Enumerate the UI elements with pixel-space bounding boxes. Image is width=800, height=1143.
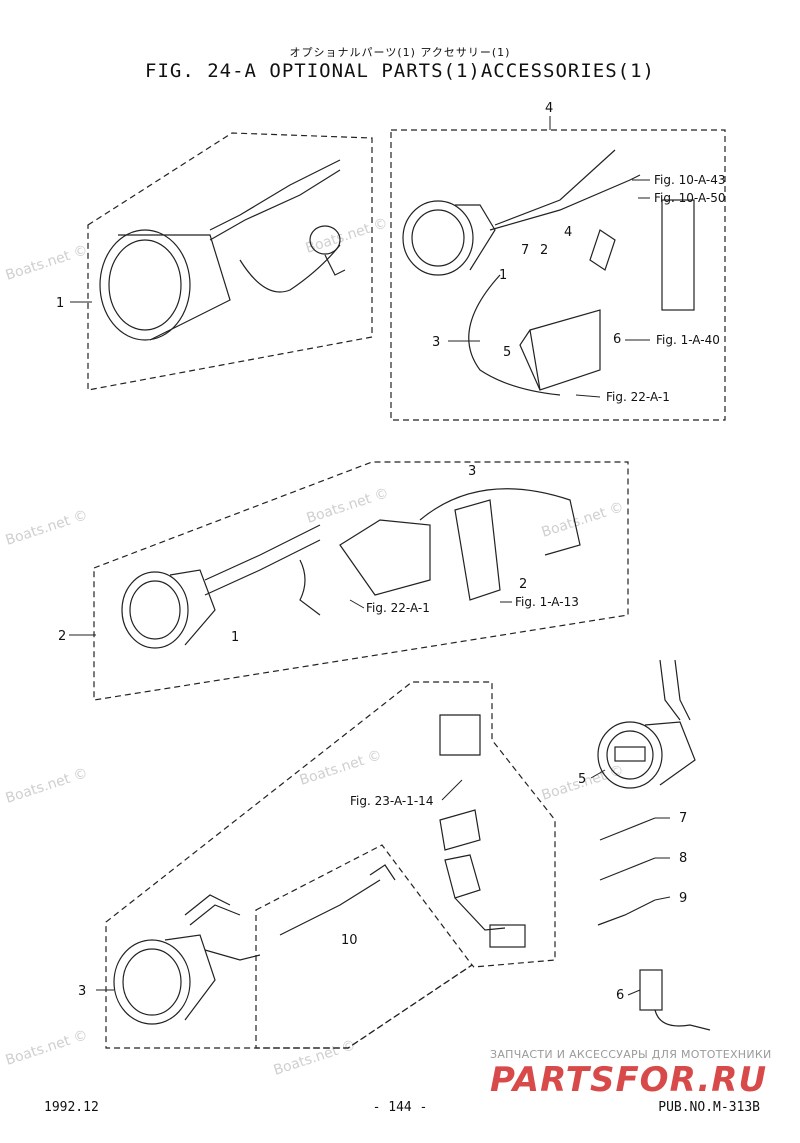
brand-logo: PARTSFOR.RU [490, 1060, 768, 1100]
brand-tagline: ЗАПЧАСТИ И АКСЕССУАРЫ ДЛЯ МОТОТЕХНИКИ [490, 1048, 772, 1061]
japanese-title: オプショナルパーツ(1) アクセサリー(1) [289, 46, 511, 59]
callout-number: 2 [519, 577, 527, 592]
dashed-group-outline [255, 844, 473, 1049]
figure-reference: Fig. 22-A-1 [366, 601, 430, 615]
footer-page-number: - 144 - [372, 1100, 428, 1115]
mounting-plate [661, 199, 695, 311]
figure-reference: Fig. 10-A-43 [654, 173, 726, 187]
engine-section [339, 519, 431, 596]
dashed-group-outline [87, 132, 373, 391]
harness-clip [309, 225, 341, 255]
figure-reference: Fig. 1-A-40 [656, 333, 720, 347]
callout-number: 6 [613, 332, 621, 347]
trim-meter-gauge [402, 200, 474, 276]
figure-reference: Fig. 10-A-50 [654, 191, 726, 205]
hourmeter-gauge [113, 939, 191, 1025]
callout-number: 2 [540, 243, 548, 258]
callout-number: 4 [545, 101, 553, 116]
figure-reference: Fig. 1-A-13 [515, 595, 579, 609]
sender-unit [489, 924, 526, 948]
callout-number: 2 [58, 629, 66, 644]
callout-number: 1 [56, 296, 64, 311]
callout-number: 1 [499, 268, 507, 283]
figure-reference: Fig. 22-A-1 [606, 390, 670, 404]
callout-number: 3 [432, 335, 440, 350]
callout-number: 5 [578, 772, 586, 787]
switch-body [639, 969, 663, 1011]
speedometer-gauge [121, 571, 189, 649]
figure-reference: Fig. 23-A-1-14 [350, 794, 433, 808]
footer-date: 1992.12 [44, 1100, 99, 1115]
footer-publication-number: PUB.NO.M-313B [658, 1100, 760, 1115]
tachometer-gauge [99, 229, 191, 341]
gasket-plate [454, 499, 501, 601]
callout-number: 3 [468, 464, 476, 479]
callout-number: 5 [503, 345, 511, 360]
callout-number: 10 [341, 933, 358, 948]
callout-number: 4 [564, 225, 572, 240]
callout-number: 9 [679, 891, 687, 906]
callout-number: 7 [521, 243, 529, 258]
dashed-group-outline [390, 129, 726, 421]
callout-number: 1 [231, 630, 239, 645]
dashed-group-outline [105, 681, 556, 1049]
callout-number: 6 [616, 988, 624, 1003]
callout-number: 7 [679, 811, 687, 826]
dashed-group-outline [93, 461, 629, 701]
callout-number: 8 [679, 851, 687, 866]
callout-number: 3 [78, 984, 86, 999]
digital-meter-gauge [597, 721, 663, 789]
engine-section [529, 309, 601, 391]
page-title: FIG. 24-A OPTIONAL PARTS(1)ACCESSORIES(1… [145, 60, 655, 82]
